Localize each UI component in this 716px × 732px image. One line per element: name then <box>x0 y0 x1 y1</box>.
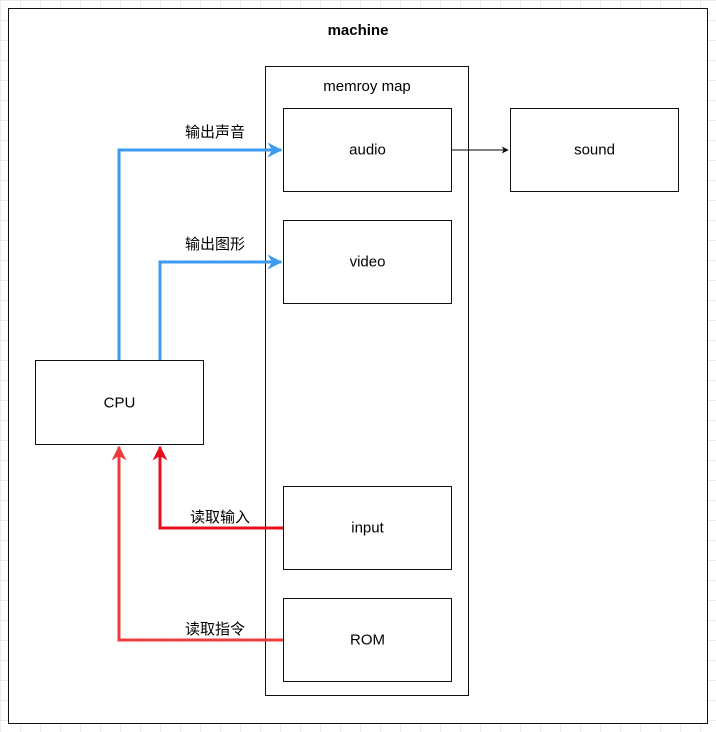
rom-label: ROM <box>350 631 385 649</box>
audio-label: audio <box>349 141 386 159</box>
machine-title: machine <box>327 22 389 39</box>
sound-label: sound <box>574 141 615 159</box>
video-node[interactable]: video <box>283 220 452 304</box>
edge-label-cpu-audio: 输出声音 <box>185 124 246 141</box>
sound-node[interactable]: sound <box>510 108 679 192</box>
memory-map-title: memroy map <box>323 78 411 95</box>
cpu-node[interactable]: CPU <box>35 360 204 445</box>
video-label: video <box>349 253 386 271</box>
edge-label-input-cpu: 读取输入 <box>190 509 251 526</box>
edge-label-rom-cpu: 读取指令 <box>185 621 246 638</box>
audio-node[interactable]: audio <box>283 108 452 192</box>
input-label: input <box>351 519 384 537</box>
edge-cpu-audio <box>117 142 283 360</box>
edge-input-cpu <box>152 445 283 530</box>
edge-cpu-video <box>158 254 283 360</box>
rom-node[interactable]: ROM <box>283 598 452 682</box>
input-node[interactable]: input <box>283 486 452 570</box>
edge-rom-cpu <box>111 445 283 642</box>
cpu-label: CPU <box>103 394 136 411</box>
edge-label-cpu-video: 输出图形 <box>185 236 246 253</box>
